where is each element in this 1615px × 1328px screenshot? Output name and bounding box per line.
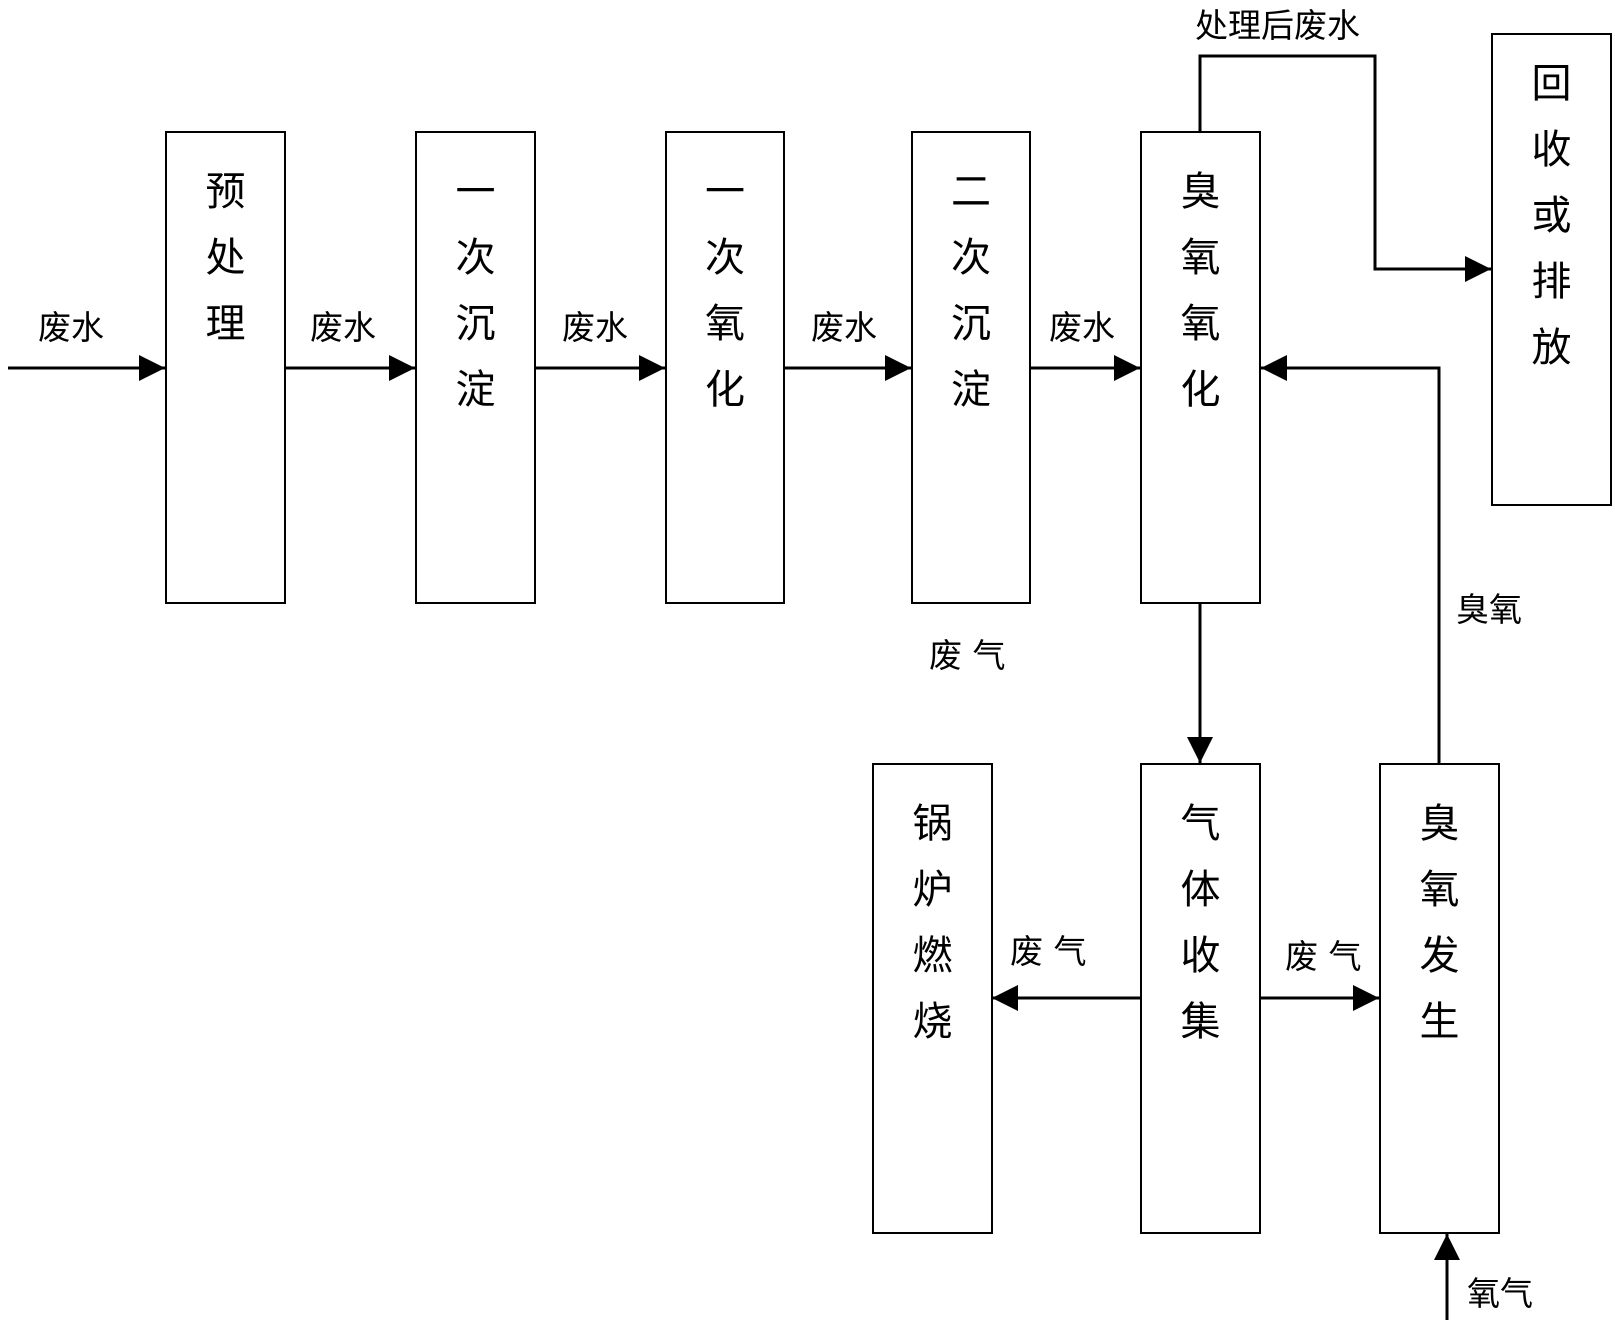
ozone-generation-label: 臭 氧 发 生: [1419, 801, 1460, 1045]
ozone-oxidation-box: 臭 氧 氧 化: [1140, 131, 1261, 604]
secondary-settling-box: 二 次 沉 淀: [911, 131, 1031, 604]
primary-settling-label: 一 次 沉 淀: [455, 169, 496, 413]
arrow-ozone-to-ozone-oxidation: [1261, 355, 1441, 763]
exhaust-gas-left-label: 废 气: [1010, 932, 1087, 971]
wastewater-label-1: 废水: [310, 308, 376, 347]
wastewater-label-4: 废水: [1049, 308, 1115, 347]
primary-oxidation-label: 一 次 氧 化: [705, 169, 745, 413]
secondary-settling-label: 二 次 沉 淀: [951, 169, 991, 413]
treated-wastewater-label: 处理后废水: [1195, 6, 1360, 45]
exhaust-gas-top-label: 废 气: [929, 636, 1006, 675]
ozone-generation-box: 臭 氧 发 生: [1379, 763, 1500, 1234]
primary-settling-box: 一 次 沉 淀: [415, 131, 536, 604]
arrow-treated-wastewater-to-recycle: [1198, 54, 1491, 282]
recycle-discharge-box: 回 收 或 排 放: [1491, 33, 1612, 506]
primary-oxidation-box: 一 次 氧 化: [665, 131, 785, 604]
pretreatment-box: 预 处 理: [165, 131, 286, 604]
exhaust-gas-right-label: 废 气: [1285, 937, 1362, 976]
wastewater-in-label: 废水: [38, 308, 104, 347]
pretreatment-label: 预 处 理: [205, 169, 246, 347]
boiler-combustion-box: 锅 炉 燃 烧: [872, 763, 993, 1234]
wastewater-label-2: 废水: [562, 308, 628, 347]
ozone-label: 臭氧: [1456, 590, 1522, 629]
boiler-combustion-label: 锅 炉 燃 烧: [912, 801, 953, 1045]
gas-collection-label: 气 体 收 集: [1180, 801, 1221, 1045]
oxygen-label: 氧气: [1467, 1274, 1533, 1313]
recycle-discharge-label: 回 收 或 排 放: [1531, 61, 1572, 371]
wastewater-label-3: 废水: [811, 308, 877, 347]
ozone-oxidation-label: 臭 氧 氧 化: [1180, 169, 1221, 413]
gas-collection-box: 气 体 收 集: [1140, 763, 1261, 1234]
